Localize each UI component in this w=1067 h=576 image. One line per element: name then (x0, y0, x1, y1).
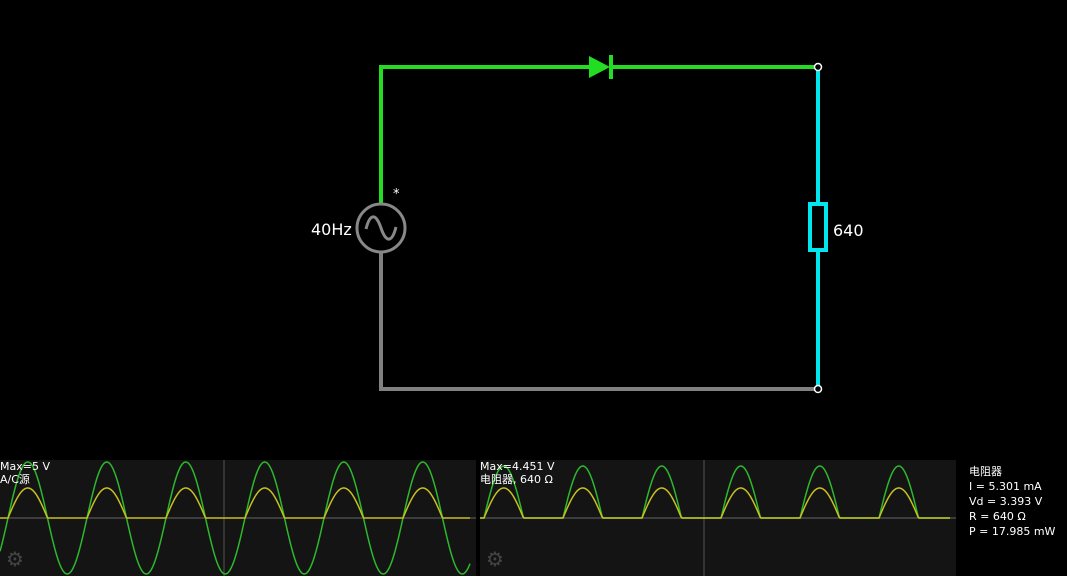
scope-2-plot (480, 460, 956, 576)
gear-icon[interactable]: ⚙ (6, 547, 24, 571)
info-power: P = 17.985 mW (969, 525, 1056, 538)
scope-ac-source[interactable]: Max=5 V A/C源 ⚙ (0, 460, 476, 576)
scope-resistor[interactable]: Max=4.451 V 电阻器, 640 Ω ⚙ (480, 460, 956, 576)
scope-1-max: Max=5 V (0, 460, 50, 473)
info-voltage: Vd = 3.393 V (969, 495, 1043, 508)
info-resistance: R = 640 Ω (969, 510, 1026, 523)
node-top-right[interactable] (813, 62, 823, 72)
info-title: 电阻器 (969, 465, 1002, 478)
gear-icon[interactable]: ⚙ (486, 547, 504, 571)
scope-2-name: 电阻器, 640 Ω (480, 473, 553, 486)
source-polarity-marker: * (393, 187, 400, 202)
circuit-canvas[interactable] (0, 0, 1067, 460)
scope-1-plot (0, 460, 476, 576)
scope-1-current-trace (0, 487, 470, 519)
diode[interactable] (589, 55, 613, 79)
resistor-value-label: 640 (833, 221, 864, 240)
ac-source[interactable] (355, 202, 407, 254)
scope-2-max: Max=4.451 V (480, 460, 555, 473)
resistor[interactable] (808, 202, 828, 252)
scope-1-labels: Max=5 V A/C源 (0, 460, 50, 486)
node-bottom-right[interactable] (813, 384, 823, 394)
scope-2-current-trace (480, 487, 950, 519)
scope-2-labels: Max=4.451 V 电阻器, 640 Ω (480, 460, 554, 486)
scope-1-voltage-trace (0, 461, 471, 575)
scope-1-name: A/C源 (0, 473, 30, 486)
info-current: I = 5.301 mA (969, 480, 1042, 493)
element-info-panel: 电阻器 I = 5.301 mA Vd = 3.393 V R = 640 Ω … (962, 460, 1067, 576)
source-frequency-label: 40Hz (311, 220, 352, 239)
